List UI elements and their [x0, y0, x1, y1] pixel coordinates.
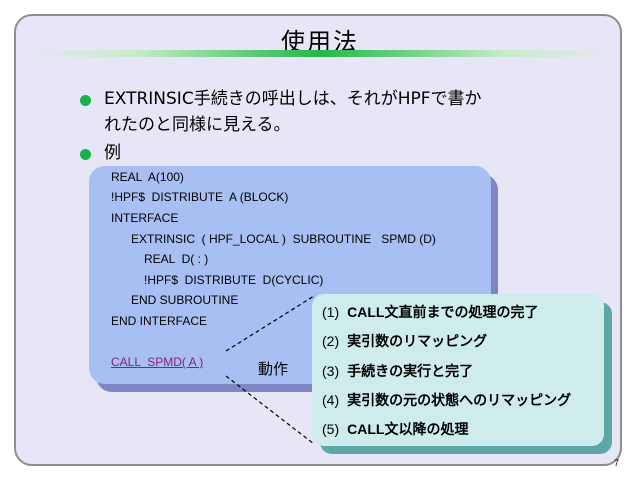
steps-box: [312, 294, 604, 446]
step-2-label: 実引数のリマッピング: [347, 333, 488, 349]
step-1-label: CALL文直前までの処理の完了: [347, 304, 539, 320]
step-4: (4) 実引数の元の状態へのリマッピング: [322, 390, 571, 410]
step-2: (2) 実引数のリマッピング: [322, 331, 487, 351]
step-1: (1) CALL文直前までの処理の完了: [322, 302, 538, 322]
bullet-dot-2: [80, 149, 91, 160]
bullet-dot-1: [80, 95, 91, 106]
code-line-3: INTERFACE: [111, 211, 179, 225]
step-2-number: (2): [322, 333, 340, 349]
call-statement: CALL SPMD( A ): [111, 355, 204, 369]
step-4-label: 実引数の元の状態へのリマッピング: [347, 392, 572, 408]
page-number: 7: [614, 458, 620, 468]
code-line-4: EXTRINSIC ( HPF_LOCAL ) SUBROUTINE SPMD …: [131, 232, 436, 246]
bullet-text-1-line-1: EXTRINSIC手続きの呼出しは、それがHPFで書か: [104, 89, 482, 109]
step-4-number: (4): [322, 392, 340, 408]
step-3-label: 手続きの実行と完了: [347, 363, 474, 379]
title-underline: [30, 50, 610, 57]
code-line-2: !HPF$ DISTRIBUTE A (BLOCK): [111, 190, 289, 204]
callout-line-top: [225, 295, 315, 352]
code-line-5: REAL D( : ): [144, 252, 209, 266]
callout-line-bottom: [225, 375, 315, 445]
step-3: (3) 手続きの実行と完了: [322, 361, 473, 381]
step-1-number: (1): [322, 304, 340, 320]
step-5: (5) CALL文以降の処理: [322, 419, 468, 439]
bullet-text-1-line-2: れたのと同様に見える。: [104, 115, 291, 135]
code-line-8: END INTERFACE: [111, 314, 208, 328]
code-line-1: REAL A(100): [111, 170, 184, 184]
step-5-label: CALL文以降の処理: [347, 421, 469, 437]
step-5-number: (5): [322, 421, 340, 437]
motion-label: 動作: [258, 361, 289, 378]
step-3-number: (3): [322, 363, 340, 379]
bullet-text-2: 例: [104, 143, 121, 163]
code-line-6: !HPF$ DISTRIBUTE D(CYCLIC): [144, 273, 324, 287]
code-line-7: END SUBROUTINE: [131, 293, 239, 307]
